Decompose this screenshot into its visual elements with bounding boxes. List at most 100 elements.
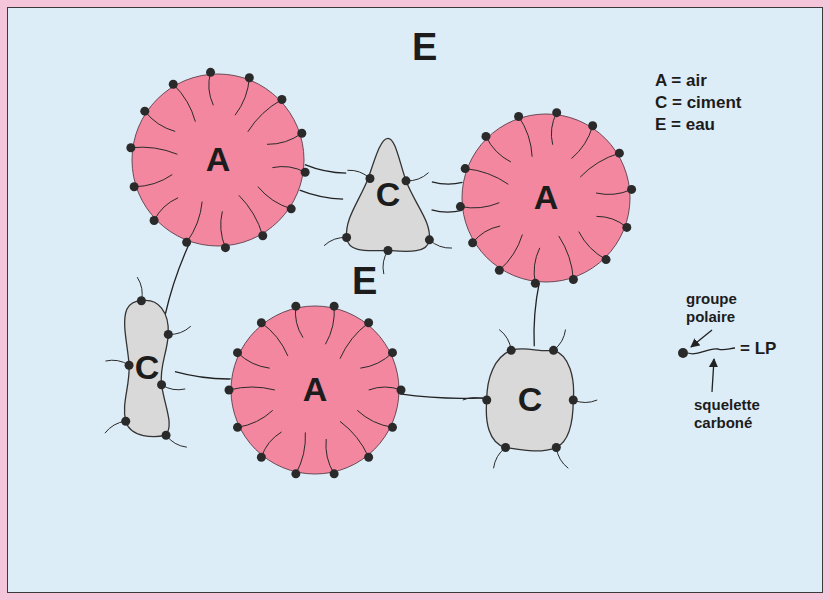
cement-letter: C [518, 381, 543, 418]
polar-head [130, 182, 139, 191]
bubble-fill [132, 74, 304, 246]
bubble-fill [462, 114, 630, 282]
surfactant-tail [326, 439, 334, 474]
polar-head [588, 121, 597, 130]
molecule-bridge [300, 190, 343, 199]
surfactant-tail [296, 432, 306, 473]
polar-head [277, 95, 286, 104]
callout-label: groupe polaire [686, 290, 766, 326]
surfactant-tail [239, 195, 263, 235]
surfactant-tail [221, 211, 226, 247]
legend: A = airC = cimentE = eau [655, 70, 741, 136]
polar-head [468, 238, 477, 247]
polar-head [182, 238, 191, 247]
air-letter: A [534, 179, 559, 216]
surfactant-tail [229, 387, 275, 390]
cement-grain: C [343, 136, 433, 254]
polar-head [627, 185, 636, 194]
surfactant-tail [596, 216, 626, 227]
polar-head [425, 235, 434, 244]
surfactant-tail [272, 167, 305, 173]
surfactant-tail [571, 126, 592, 159]
water-label: E [352, 262, 377, 300]
polar-head [364, 453, 373, 462]
polar-head [221, 243, 230, 252]
surfactant-tail [340, 421, 369, 457]
polar-head [164, 330, 173, 339]
surfactant-tail [295, 306, 303, 337]
polar-head [342, 233, 351, 242]
surfactant-tail [534, 248, 540, 283]
leader-arrow [691, 330, 712, 347]
grain-fill [486, 349, 573, 451]
molecule-bridge [305, 165, 346, 174]
surfactant-tail [340, 323, 369, 359]
surfactant-tail [187, 202, 202, 243]
surfactant-tail [134, 175, 172, 187]
polar-head [514, 112, 523, 121]
surfactant-tail [238, 410, 273, 427]
polar-head [258, 231, 267, 240]
molecule-bridge [432, 182, 463, 184]
polar-head [330, 469, 339, 478]
surfactant-tail [486, 136, 511, 162]
cement-grain: C [119, 298, 175, 438]
grain-fill [124, 300, 169, 436]
polar-head [397, 386, 406, 395]
polar-head [287, 204, 296, 213]
polar-head [388, 348, 397, 357]
polar-head [456, 202, 465, 211]
polar-head [622, 223, 631, 232]
polar-head [257, 453, 266, 462]
polar-head [125, 361, 134, 370]
polar-head [461, 164, 470, 173]
polar-head [150, 216, 159, 225]
polar-head [507, 346, 516, 355]
surfactant-tail [519, 116, 533, 156]
polar-head [330, 302, 339, 311]
molecule-bridge [432, 210, 462, 212]
surfactant-tail [551, 113, 556, 145]
grain-fill [346, 138, 429, 251]
surfactant-tail [209, 72, 214, 105]
surfactant-tail [248, 100, 282, 132]
surfactant-tail [261, 323, 287, 356]
polar-head [245, 73, 254, 82]
polar-head [481, 132, 490, 141]
polar-head [121, 417, 130, 426]
molecule-bridge [165, 242, 190, 314]
polar-head [291, 302, 300, 311]
polar-group-dot [678, 348, 688, 358]
air-bubble: A [461, 113, 631, 283]
polar-head [552, 443, 561, 452]
polar-head [297, 129, 306, 138]
legend-row: C = ciment [655, 92, 741, 114]
cement-letter: C [135, 349, 160, 386]
polar-head [206, 68, 215, 77]
surfactant-tail [360, 353, 392, 368]
legend-text: A = air [655, 70, 707, 92]
legend-row: A = air [655, 70, 741, 92]
polar-head [233, 423, 242, 432]
polar-head [552, 108, 561, 117]
polar-head [233, 348, 242, 357]
polar-head [301, 168, 310, 177]
surfactant-tail [596, 189, 632, 194]
legend-text: C = ciment [655, 92, 741, 114]
leader-arrow [712, 359, 714, 392]
water-label: E [412, 28, 437, 66]
carbon-chain [688, 348, 735, 354]
surfactant-tail [357, 410, 392, 427]
polar-head [615, 149, 624, 158]
polar-head [162, 431, 171, 440]
surfactant-tail [154, 198, 178, 221]
polar-head [402, 176, 411, 185]
polar-head [495, 266, 504, 275]
polar-head [531, 279, 540, 288]
polar-head [291, 469, 300, 478]
polar-head [225, 386, 234, 395]
polar-head [126, 143, 135, 152]
cement-grain: C [483, 346, 577, 454]
surfactant-tail [267, 133, 302, 144]
polar-head [137, 296, 146, 305]
